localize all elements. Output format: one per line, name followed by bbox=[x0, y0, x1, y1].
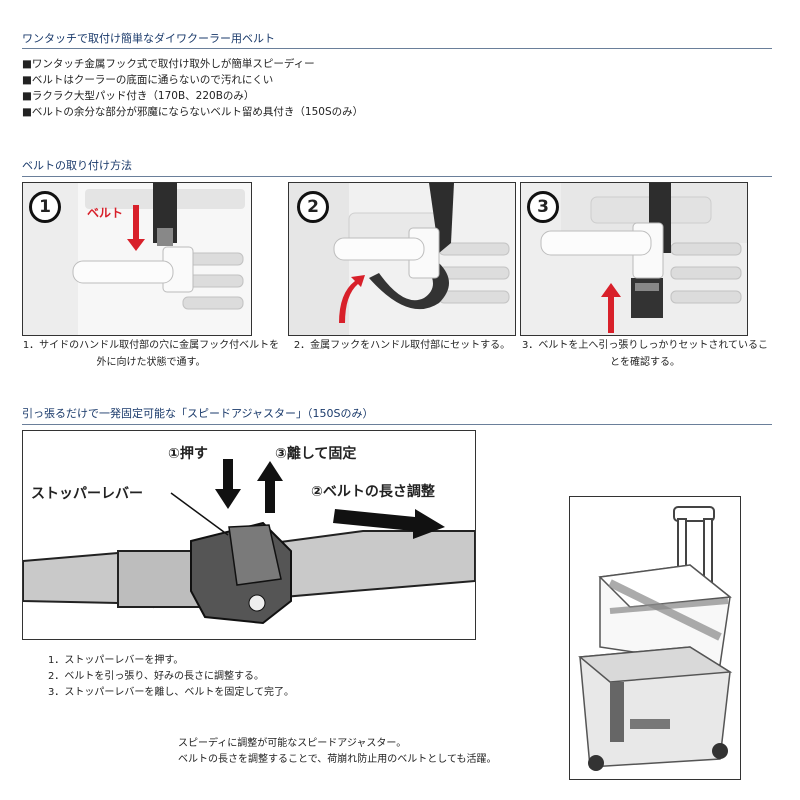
feature-item: ■ベルトの余分な部分が邪魔にならないベルト留め具付き（150Sのみ） bbox=[22, 106, 364, 118]
instruction-item: 2．ベルトを引っ張り、好みの長さに調整する。 bbox=[48, 671, 264, 682]
instruction-item: 3．ストッパーレバーを離し、ベルトを固定して完了。 bbox=[48, 687, 295, 698]
note-line: スピーディに調整が可能なスピードアジャスター。 bbox=[178, 738, 407, 749]
step-caption: 1．サイドのハンドル取付部の穴に金属フック付ベルトを外に向けた状態で通す。 bbox=[22, 340, 280, 368]
feature-item: ■ラクラク大型パッド付き（170B、220Bのみ） bbox=[22, 90, 255, 102]
adjuster-instructions: 1．ストッパーレバーを押す。 2．ベルトを引っ張り、好みの長さに調整する。 3．… bbox=[48, 653, 294, 701]
note-line: ベルトの長さを調整することで、荷崩れ防止用のベルトとしても活躍。 bbox=[178, 754, 497, 765]
label-release: ③離して固定 bbox=[275, 446, 357, 462]
step-badge: 3 bbox=[527, 191, 559, 223]
section-divider bbox=[22, 176, 772, 177]
feature-item: ■ベルトはクーラーの底面に通らないので汚れにくい bbox=[22, 74, 274, 86]
install-photo-step-3: 3 bbox=[520, 182, 748, 336]
feature-item: ■ワンタッチ金属フック式で取付け取外しが簡単スピーディー bbox=[22, 58, 315, 70]
section-title-install: ベルトの取り付け方法 bbox=[22, 159, 132, 172]
cooler-on-cart-image bbox=[569, 496, 741, 780]
speed-adjuster-diagram: ①押す ③離して固定 ②ベルトの長さ調整 ストッパーレバー bbox=[22, 430, 476, 640]
section-divider bbox=[22, 48, 772, 49]
section-divider bbox=[22, 424, 772, 425]
section-title-belt: ワンタッチで取付け簡単なダイワクーラー用ベルト bbox=[22, 32, 275, 45]
adjuster-note: スピーディに調整が可能なスピードアジャスター。 ベルトの長さを調整することで、荷… bbox=[178, 736, 497, 768]
belt-callout: ベルト bbox=[87, 206, 124, 220]
step-caption: 2．金属フックをハンドル取付部にセットする。 bbox=[293, 340, 511, 351]
feature-list: ■ワンタッチ金属フック式で取付け取外しが簡単スピーディー ■ベルトはクーラーの底… bbox=[22, 56, 363, 120]
section-title-adjuster: 引っ張るだけで一発固定可能な「スピードアジャスター」（150Sのみ） bbox=[22, 407, 374, 420]
label-stopper-lever: ストッパーレバー bbox=[31, 486, 143, 502]
install-photo-step-1: 1 ベルト bbox=[22, 182, 252, 336]
instruction-item: 1．ストッパーレバーを押す。 bbox=[48, 655, 184, 666]
label-push: ①押す bbox=[168, 446, 208, 462]
label-adjust: ②ベルトの長さ調整 bbox=[311, 484, 435, 500]
step-badge: 2 bbox=[297, 191, 329, 223]
step-caption: 3．ベルトを上へ引っ張りしっかりセットされていることを確認する。 bbox=[521, 340, 769, 368]
install-photo-step-2: 2 bbox=[288, 182, 516, 336]
step-badge: 1 bbox=[29, 191, 61, 223]
